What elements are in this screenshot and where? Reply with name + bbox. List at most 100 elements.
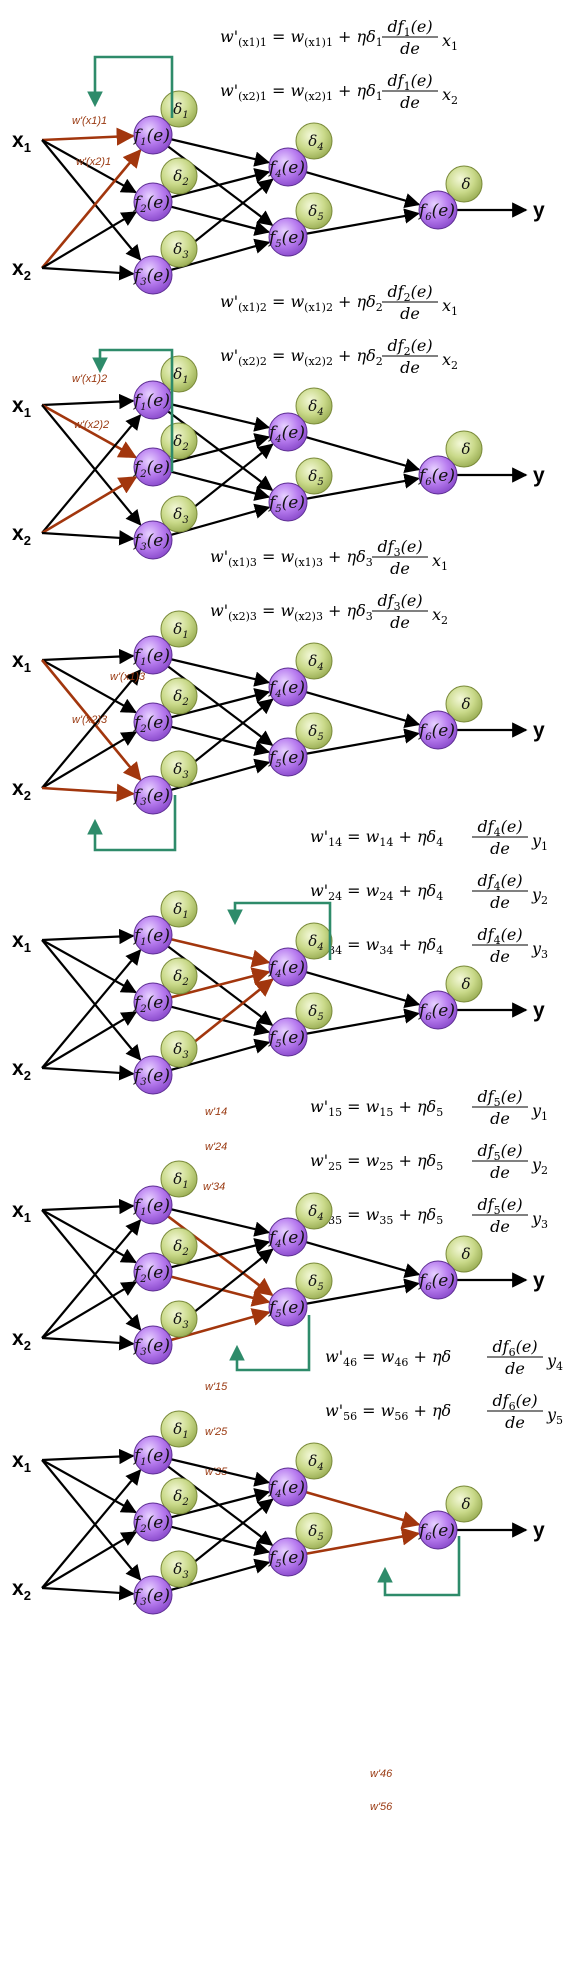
neuron-circle (268, 1217, 308, 1257)
activation-arg: (e) (147, 126, 170, 146)
neuron-label: f3(e) (132, 1586, 170, 1608)
updated-weight-label: w'(x2)2 (74, 419, 109, 431)
input-symbol: x (12, 522, 24, 545)
delta-subscript: 1 (376, 36, 383, 49)
input-symbol: x (12, 1327, 24, 1350)
activation-subscript: 1 (140, 1457, 146, 1468)
derivative-arg: (e) (411, 336, 433, 355)
derivative-denominator: de (400, 304, 420, 323)
neuron-label: f1(e) (132, 391, 170, 413)
weight-subscript: (x2)1 (238, 90, 267, 103)
input-signal-subscript: 1 (541, 840, 548, 853)
activation-subscript: 4 (274, 1489, 281, 1500)
derivative-arg: (e) (501, 925, 523, 944)
delta-node-3: δ3 (160, 230, 198, 268)
activation-arg: (e) (147, 1586, 170, 1606)
neuron-circle (133, 915, 173, 955)
delta-circle (295, 642, 333, 680)
neuron-circle (133, 1185, 173, 1225)
weight-symbol: w' (310, 827, 328, 846)
activation-arg: (e) (147, 1196, 170, 1216)
delta-label: δ4 (308, 932, 323, 953)
output-label: y (533, 1519, 545, 1542)
delta-node-5: δ5 (295, 192, 333, 230)
input-signal: x2 (442, 350, 458, 372)
neuron-label: f5(e) (267, 748, 305, 770)
derivative-sub: 4 (494, 934, 501, 947)
delta-node-1: δ1 (160, 1160, 198, 1198)
delta-node-2: δ2 (160, 957, 198, 995)
neuron-circle (133, 702, 173, 742)
activation-arg: (e) (282, 158, 305, 178)
delta-circle (160, 1477, 198, 1515)
derivative-numerator: df6(e) (492, 1337, 537, 1359)
input-signal-symbol: x (442, 85, 451, 104)
activation-subscript: 5 (275, 1559, 281, 1570)
edge-x2-n3 (41, 783, 135, 802)
activation-arg: (e) (147, 391, 170, 411)
output-label: y (533, 1269, 545, 1292)
equals-sign: = (342, 1151, 366, 1170)
edge-x1-n1 (41, 1448, 135, 1465)
delta-symbol: δ (173, 1170, 182, 1188)
learning-rate-symbol: η (347, 547, 357, 566)
output-label: y (533, 719, 545, 742)
learning-rate-symbol: η (432, 1347, 442, 1366)
delta-subscript: 5 (317, 212, 323, 223)
delta-label: δ2 (173, 687, 188, 708)
weight-symbol: w' (310, 1151, 328, 1170)
edge-x1-n3 (41, 139, 142, 261)
equation-lhs: w'15 = w15 + ηδ5 (310, 1097, 443, 1119)
activation-arg: (e) (432, 201, 455, 221)
activation-subscript: 1 (140, 1207, 146, 1218)
neuron-6: δf6(e) (417, 165, 483, 230)
neuron-label: f6(e) (417, 201, 455, 223)
neuron-label: f6(e) (417, 1521, 455, 1543)
neuron-circle (418, 990, 458, 1030)
delta-subscript: 4 (436, 944, 443, 957)
derivative-numerator: df4(e) (477, 817, 522, 839)
activation-symbol: f (267, 1028, 278, 1048)
delta-symbol: δ (308, 1522, 317, 1540)
delta-subscript: 5 (317, 1282, 323, 1293)
learning-rate-symbol: η (357, 346, 367, 365)
neuron-circle (133, 635, 173, 675)
neuron-6: δf6(e) (417, 685, 483, 750)
delta-circle (445, 1485, 483, 1523)
delta-node-3: δ3 (160, 1300, 198, 1338)
delta-symbol: δ (308, 397, 317, 415)
delta-circle (160, 1550, 198, 1588)
derivative-sub: 5 (494, 1204, 501, 1217)
delta-node-1: δ1 (160, 890, 198, 928)
equals-sign: = (357, 1347, 381, 1366)
edge-x2-n3 (41, 530, 135, 546)
derivative-df: df (477, 1141, 496, 1160)
neuron-label: f1(e) (132, 126, 170, 148)
activation-subscript: 6 (425, 477, 432, 488)
error-feedback-arrow (377, 1536, 461, 1597)
derivative-sub: 5 (494, 1150, 501, 1163)
edge-x2-n3 (41, 1585, 135, 1601)
delta-label: δ2 (173, 1237, 188, 1258)
old-weight-symbol: w (290, 346, 304, 365)
edge-x2-n3 (41, 1065, 135, 1081)
activation-symbol: f (132, 391, 143, 411)
activation-subscript: 3 (140, 1077, 146, 1088)
delta-symbol: δ (366, 292, 376, 311)
derivative-sub: 6 (509, 1400, 516, 1413)
input-subscript: 1 (24, 1460, 31, 1475)
edge-n2-n5 (171, 1005, 271, 1036)
neuron-circle (133, 982, 173, 1022)
derivative-sub: 3 (394, 600, 401, 613)
derivative-numerator: df5(e) (477, 1141, 522, 1163)
activation-arg: (e) (432, 721, 455, 741)
neuron-circle (418, 710, 458, 750)
edge-n1-n4 (171, 1208, 271, 1237)
